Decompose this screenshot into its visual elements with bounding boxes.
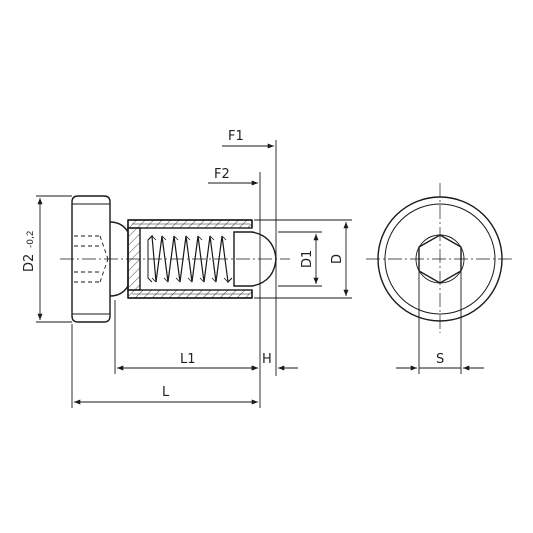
dimensions-side (36, 140, 352, 408)
threaded-body (127, 219, 253, 299)
label-d1: D1 (300, 250, 315, 268)
dimension-labels: F1 F2 D2 -0,2 D1 D L1 H L S (22, 129, 444, 400)
hex-socket-hidden (74, 235, 109, 283)
screw-head (71, 195, 111, 323)
label-h: H (262, 352, 272, 367)
label-f1: F1 (228, 129, 244, 144)
side-view (60, 195, 290, 323)
end-view (366, 183, 514, 333)
label-l1: L1 (180, 352, 196, 367)
label-f2: F2 (214, 167, 230, 182)
label-d2-tolerance: -0,2 (26, 230, 36, 248)
label-l: L (162, 385, 170, 400)
dimensions-end (396, 272, 484, 374)
label-s: S (436, 352, 444, 367)
label-d2: D2 (22, 254, 37, 272)
label-d: D (330, 254, 345, 264)
